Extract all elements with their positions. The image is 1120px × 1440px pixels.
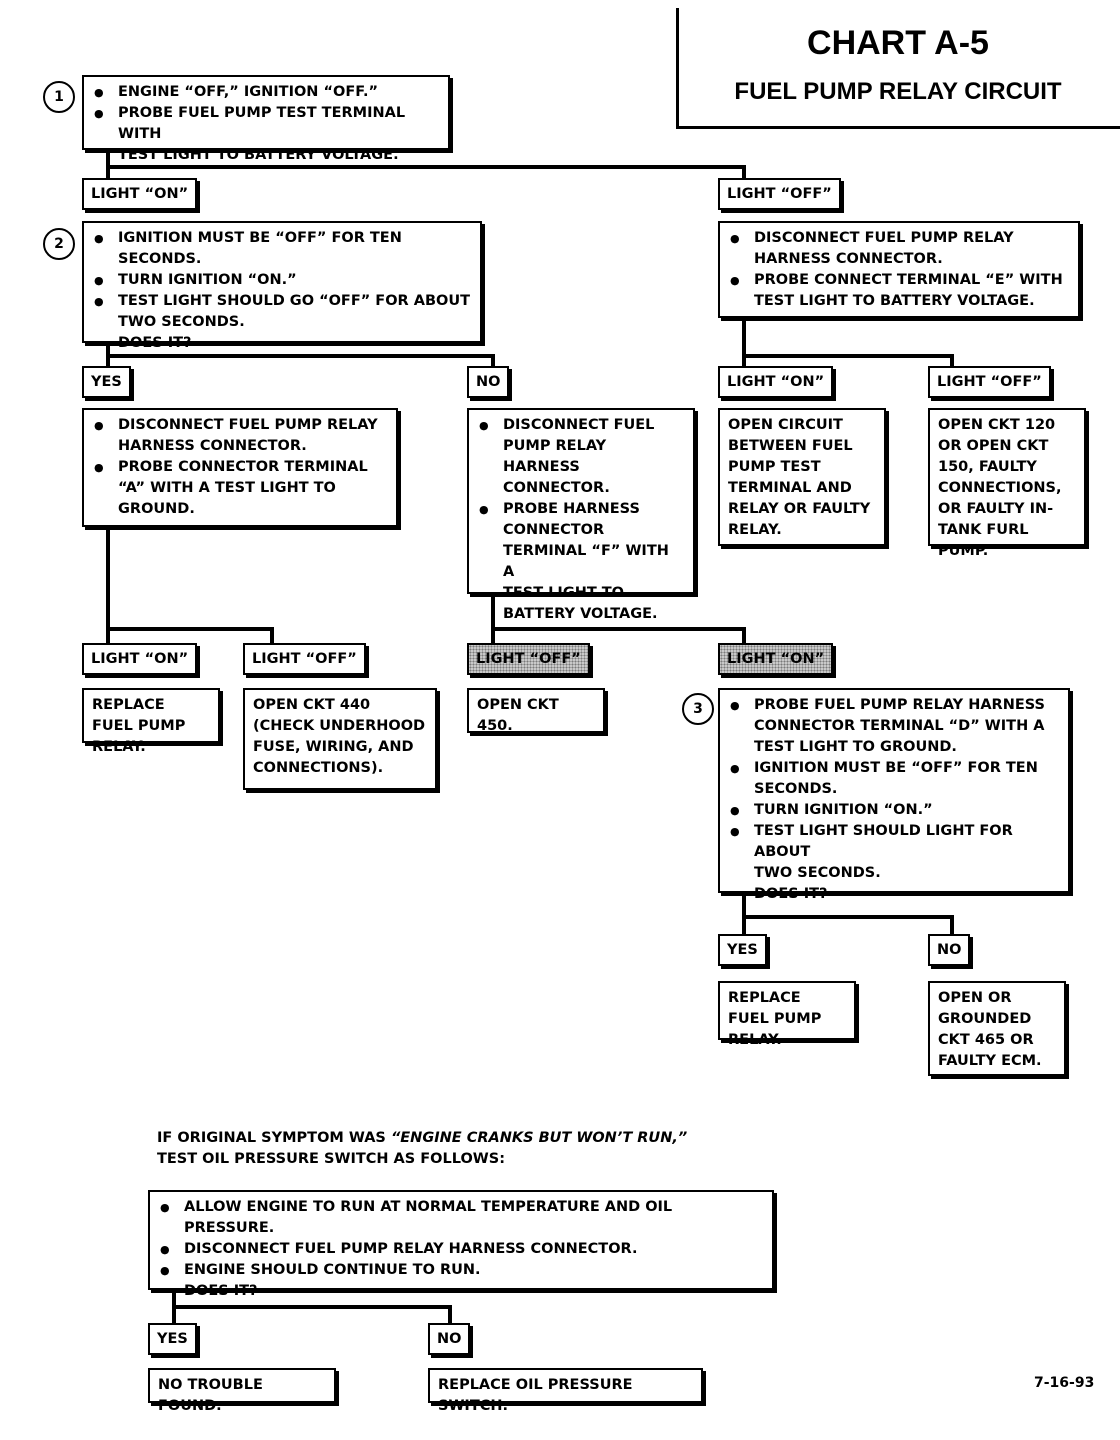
result-open-ckt-465: OPEN OR GROUNDED CKT 465 OR FAULTY ECM.: [928, 981, 1066, 1076]
connector: [950, 354, 954, 367]
step-2-item: TURN IGNITION “ON.”: [92, 270, 472, 291]
step-3-no-label: NO: [928, 934, 971, 966]
chart-title: CHART A-5: [807, 24, 989, 62]
result-open-ckt-120: OPEN CKT 120 OR OPEN CKT 150, FAULTY CON…: [928, 408, 1086, 559]
connector: [742, 318, 746, 367]
terminal-f-box: DISCONNECT FUEL PUMP RELAY HARNESS CONNE…: [467, 408, 695, 622]
step-1-box: ENGINE “OFF,” IGNITION “OFF.” PROBE FUEL…: [82, 75, 450, 163]
step-3-box: PROBE FUEL PUMP RELAY HARNESS CONNECTOR …: [718, 688, 1070, 902]
step-3-item: PROBE FUEL PUMP RELAY HARNESS CONNECTOR …: [728, 695, 1060, 758]
step-2-box: IGNITION MUST BE “OFF” FOR TEN SECONDS. …: [82, 221, 482, 351]
oil-pressure-question: DOES IT?: [184, 1283, 258, 1299]
terminal-e-light-off-label: LIGHT “OFF”: [928, 366, 1051, 398]
connector: [742, 893, 746, 934]
oil-pressure-box: ALLOW ENGINE TO RUN AT NORMAL TEMPERATUR…: [148, 1190, 774, 1299]
terminal-a-light-on-label: LIGHT “ON”: [82, 643, 198, 675]
terminal-a-box: DISCONNECT FUEL PUMP RELAY HARNESS CONNE…: [82, 408, 398, 527]
step-3-item: TURN IGNITION “ON.”: [728, 800, 1060, 821]
title-divider-horizontal: [676, 126, 1120, 129]
connector: [106, 527, 110, 644]
connector: [106, 165, 746, 169]
step-3-item: TEST LIGHT SHOULD LIGHT FOR ABOUT TWO SE…: [728, 821, 1060, 884]
step-2-marker: 2: [43, 228, 75, 260]
relay-harness-item: DISCONNECT FUEL PUMP RELAY HARNESS CONNE…: [728, 228, 1070, 270]
connector: [742, 915, 954, 919]
title-block: CHART A-5 FUEL PUMP RELAY CIRCUIT: [676, 8, 1120, 129]
result-no-trouble: NO TROUBLE FOUND.: [148, 1368, 336, 1414]
terminal-f-item: PROBE HARNESS CONNECTOR TERMINAL “F” WIT…: [477, 499, 685, 625]
step-1-item: ENGINE “OFF,” IGNITION “OFF.”: [92, 82, 440, 103]
step-3-question: DOES IT?: [754, 886, 828, 902]
oil-pressure-item: DISCONNECT FUEL PUMP RELAY HARNESS CONNE…: [158, 1239, 764, 1260]
connector: [270, 627, 274, 644]
relay-harness-box: DISCONNECT FUEL PUMP RELAY HARNESS CONNE…: [718, 221, 1080, 318]
connector: [491, 354, 495, 367]
branch-light-off-label: LIGHT “OFF”: [718, 178, 841, 210]
terminal-f-item: DISCONNECT FUEL PUMP RELAY HARNESS CONNE…: [477, 415, 685, 499]
connector: [106, 354, 495, 358]
terminal-f-light-on-label: LIGHT “ON”: [718, 643, 834, 675]
connector: [742, 354, 954, 358]
symptom-note-symptom: “ENGINE CRANKS BUT WON’T RUN,”: [390, 1130, 688, 1146]
connector: [950, 915, 954, 934]
oil-yes-label: YES: [148, 1323, 197, 1355]
symptom-note-prefix: IF ORIGINAL SYMPTOM WAS: [157, 1130, 391, 1146]
relay-harness-item: PROBE CONNECT TERMINAL “E” WITH TEST LIG…: [728, 270, 1070, 312]
terminal-e-light-on-label: LIGHT “ON”: [718, 366, 834, 398]
result-replace-relay: REPLACE FUEL PUMP RELAY.: [82, 688, 220, 755]
document-date: 7-16-93: [1034, 1375, 1095, 1391]
step-1-item: PROBE FUEL PUMP TEST TERMINAL WITH TEST …: [92, 103, 440, 166]
oil-pressure-item: ENGINE SHOULD CONTINUE TO RUN.: [158, 1260, 764, 1281]
step-2-item: TEST LIGHT SHOULD GO “OFF” FOR ABOUT TWO…: [92, 291, 472, 333]
result-replace-oil-switch: REPLACE OIL PRESSURE SWITCH.: [428, 1368, 703, 1414]
step-2-yes-label: YES: [82, 366, 131, 398]
result-replace-relay-2: REPLACE FUEL PUMP RELAY.: [718, 981, 856, 1048]
result-open-circuit: OPEN CIRCUIT BETWEEN FUEL PUMP TEST TERM…: [718, 408, 886, 546]
terminal-a-item: DISCONNECT FUEL PUMP RELAY HARNESS CONNE…: [92, 415, 388, 457]
chart-subtitle: FUEL PUMP RELAY CIRCUIT: [734, 78, 1062, 105]
terminal-a-light-off-label: LIGHT “OFF”: [243, 643, 366, 675]
step-1-marker: 1: [43, 81, 75, 113]
title-divider-vertical: [676, 8, 679, 129]
connector: [172, 1305, 452, 1309]
branch-light-on-label: LIGHT “ON”: [82, 178, 198, 210]
result-open-ckt-440: OPEN CKT 440 (CHECK UNDERHOOD FUSE, WIRI…: [243, 688, 437, 790]
symptom-note: IF ORIGINAL SYMPTOM WAS “ENGINE CRANKS B…: [157, 1128, 687, 1170]
step-2-no-label: NO: [467, 366, 510, 398]
connector: [448, 1305, 452, 1323]
oil-no-label: NO: [428, 1323, 471, 1355]
step-3-item: IGNITION MUST BE “OFF” FOR TEN SECONDS.: [728, 758, 1060, 800]
connector: [106, 627, 274, 631]
oil-pressure-item: ALLOW ENGINE TO RUN AT NORMAL TEMPERATUR…: [158, 1197, 764, 1239]
step-2-item: IGNITION MUST BE “OFF” FOR TEN SECONDS.: [92, 228, 472, 270]
step-3-marker: 3: [682, 693, 714, 725]
connector: [742, 627, 746, 644]
terminal-a-item: PROBE CONNECTOR TERMINAL “A” WITH A TEST…: [92, 457, 388, 520]
symptom-note-line2: TEST OIL PRESSURE SWITCH AS FOLLOWS:: [157, 1151, 506, 1167]
result-open-ckt-450: OPEN CKT 450.: [467, 688, 605, 734]
step-3-yes-label: YES: [718, 934, 767, 966]
step-2-question: DOES IT?: [118, 335, 192, 351]
connector: [742, 165, 746, 178]
terminal-f-light-off-label: LIGHT “OFF”: [467, 643, 590, 675]
connector: [491, 627, 746, 631]
